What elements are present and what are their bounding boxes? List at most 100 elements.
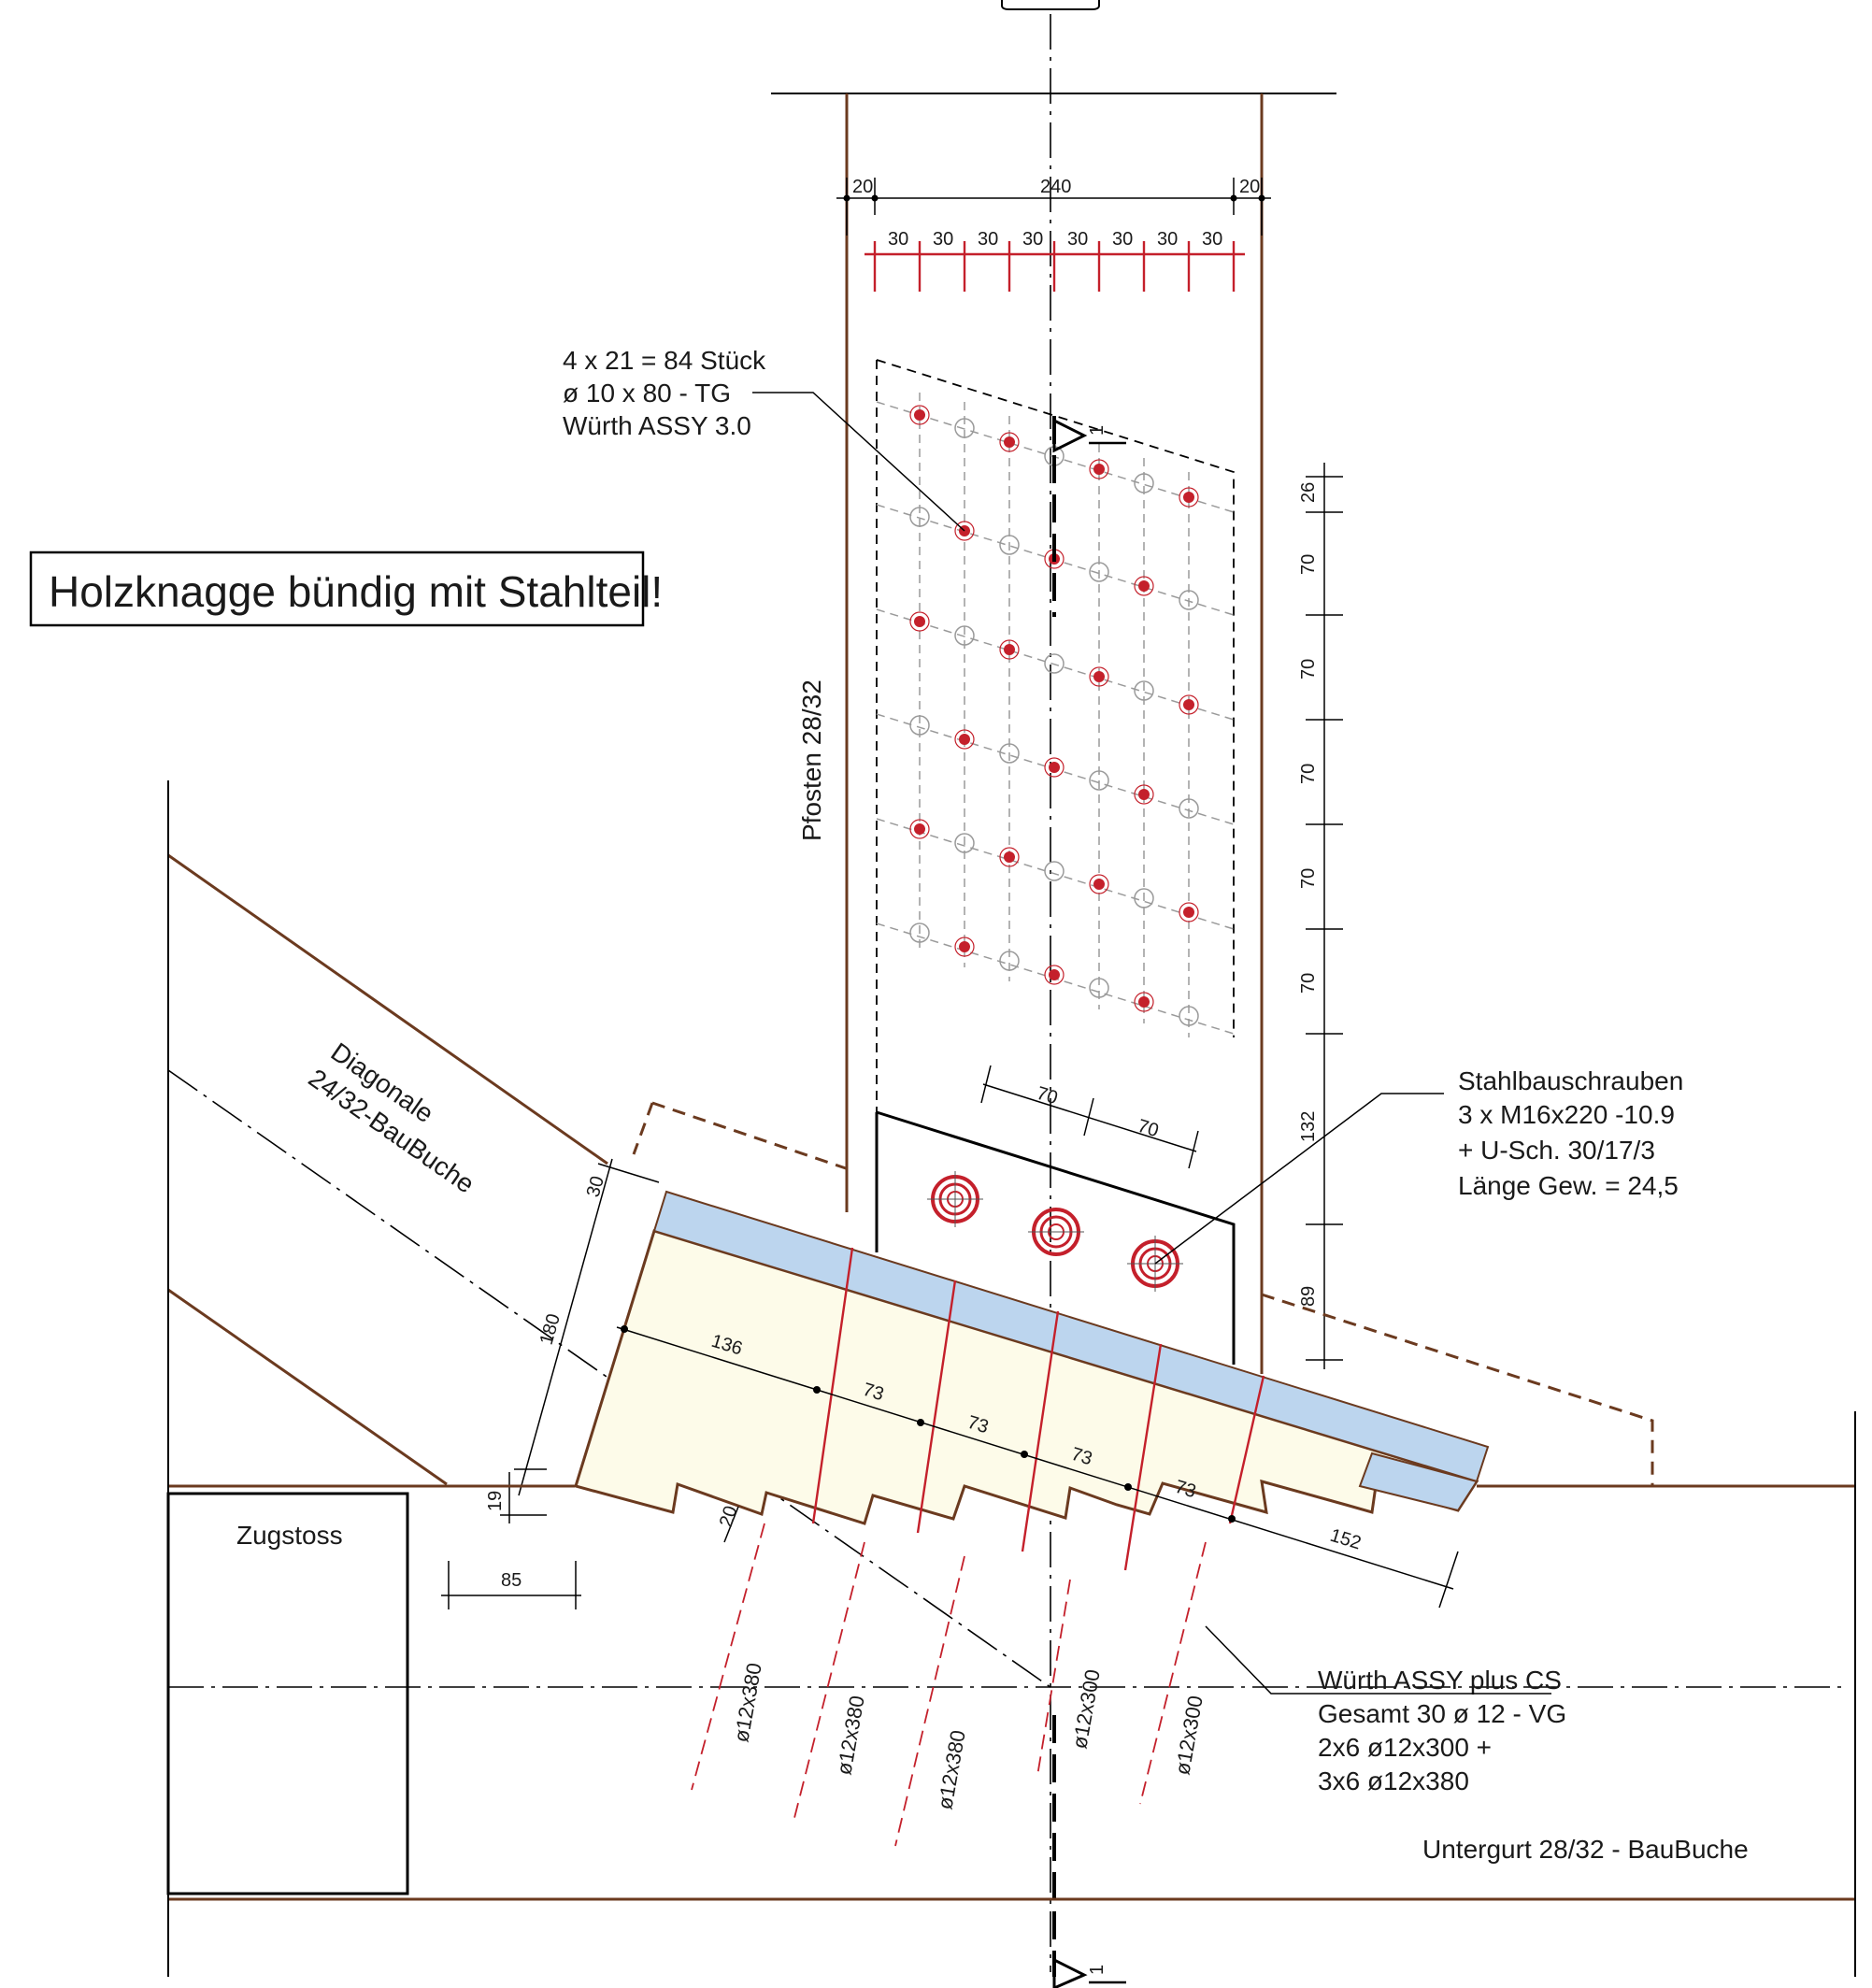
screw-red	[999, 847, 1020, 867]
v-dim-70-2: 70	[1298, 659, 1319, 679]
screw-red	[1179, 902, 1199, 922]
vg-note-line-4: 3x6 ø12x380	[1318, 1766, 1469, 1795]
bolts-note-line-1: Stahlbauschrauben	[1458, 1066, 1683, 1095]
vg-screws-note: Würth ASSY plus CS Gesamt 30 ø 12 - VG 2…	[1205, 1625, 1566, 1795]
screw-grid	[876, 393, 1235, 1037]
diagonal-axis	[167, 1069, 1055, 1691]
spacing-dim-5: 30	[1067, 229, 1088, 250]
screw-red	[1179, 694, 1199, 715]
dim-240: 240	[1040, 177, 1071, 197]
bolts-note-line-4: Länge Gew. = 24,5	[1458, 1171, 1679, 1200]
steel-plate-outline	[875, 1110, 1236, 1365]
post-width-dimension: 20 240 20	[836, 177, 1271, 236]
vertical-dimension-chain: 26 70 70 70 70 70 132 89	[1298, 463, 1343, 1369]
v-dim-132: 132	[1298, 1111, 1319, 1142]
bolt-dim-2: 70	[1136, 1116, 1162, 1142]
screw-grey	[954, 833, 975, 853]
post-screws-note-line-3: Würth ASSY 3.0	[563, 411, 751, 440]
screw-grey	[1089, 978, 1109, 998]
side-dim-30: 30	[583, 1174, 608, 1199]
chord-label: Untergurt 28/32 - BauBuche	[1422, 1835, 1749, 1864]
side-dim-19: 19	[485, 1491, 506, 1511]
screw-grey	[999, 951, 1020, 971]
screw-grey	[954, 625, 975, 646]
vg-note-line-3: 2x6 ø12x300 +	[1318, 1733, 1492, 1762]
bolt-2	[1028, 1208, 1084, 1256]
v-dim-70-4: 70	[1298, 868, 1319, 889]
spacing-dim-6: 30	[1112, 229, 1133, 250]
timber-block	[574, 1229, 1479, 1525]
post-screws-note-line-2: ø 10 x 80 - TG	[563, 379, 731, 408]
bolts-note: Stahlbauschrauben 3 x M16x220 -10.9 + U-…	[1154, 1066, 1683, 1265]
v-dim-70-5: 70	[1298, 973, 1319, 994]
bolts-note-line-2: 3 x M16x220 -10.9	[1458, 1100, 1675, 1129]
hidden-diagonal-end	[632, 1101, 1654, 1486]
v-dim-70-3: 70	[1298, 764, 1319, 784]
screw-red	[1134, 576, 1154, 596]
bolt-spacing-dimension: 70 70	[980, 1065, 1199, 1169]
screw-red	[954, 937, 975, 957]
screw-grey	[909, 507, 930, 527]
post-screws	[909, 405, 1199, 1026]
side-dim-180: 180	[536, 1311, 564, 1347]
v-dim-89: 89	[1298, 1286, 1319, 1307]
spacing-dim-3: 30	[978, 229, 998, 250]
screw-red	[1089, 666, 1109, 687]
screw-label-4: ø12x300	[1067, 1667, 1104, 1751]
section-mark-top: 1	[1052, 416, 1126, 617]
section-mark-bottom: 1	[1052, 1715, 1126, 1988]
side-dim-85: 85	[501, 1570, 522, 1591]
screw-grey	[1179, 798, 1199, 819]
screw-grey	[1044, 653, 1065, 674]
vg-screw-lines	[691, 1247, 1265, 1847]
screw-red	[954, 521, 975, 541]
diagonal-top-edge	[167, 853, 608, 1166]
bolt-1	[927, 1171, 983, 1227]
screw-grey	[1134, 680, 1154, 701]
screw-red	[954, 729, 975, 750]
screw-grey	[1044, 861, 1065, 881]
screw-red	[999, 432, 1020, 452]
bolts	[927, 1171, 1183, 1292]
v-dim-26: 26	[1298, 482, 1319, 503]
screw-grey	[1089, 770, 1109, 791]
vg-note-line-2: Gesamt 30 ø 12 - VG	[1318, 1699, 1566, 1728]
dim-20-right: 20	[1239, 177, 1260, 197]
top-reference-mark	[1001, 0, 1100, 10]
spacing-dim-1: 30	[888, 229, 908, 250]
screw-grey	[1134, 888, 1154, 908]
screw-grey	[909, 922, 930, 943]
screw-red	[1134, 992, 1154, 1012]
spacing-dim-8: 30	[1202, 229, 1222, 250]
spacing-dim-4: 30	[1022, 229, 1043, 250]
warning-text: Holzknagge bündig mit Stahlteil!	[49, 567, 663, 616]
vg-note-line-1: Würth ASSY plus CS	[1318, 1666, 1562, 1695]
screw-grey	[909, 715, 930, 736]
screw-red	[1134, 784, 1154, 805]
screw-grey	[1134, 473, 1154, 493]
screw-grey	[954, 418, 975, 438]
screw-grey	[999, 743, 1020, 764]
bolts-note-line-3: + U-Sch. 30/17/3	[1458, 1136, 1655, 1165]
diagonal-bottom-edge	[167, 1288, 448, 1486]
screw-red	[1044, 965, 1065, 985]
screw-grey	[1089, 562, 1109, 582]
knagge-dim-152: 152	[1328, 1525, 1364, 1554]
post-label: Pfosten 28/32	[797, 679, 826, 841]
bolt-dim-1: 70	[1035, 1083, 1061, 1109]
screw-red	[1089, 459, 1109, 479]
section-number-bottom: 1	[1087, 1965, 1107, 1975]
screw-label-5: ø12x300	[1170, 1694, 1207, 1777]
screw-red	[1179, 487, 1199, 508]
red-spacing-dimension: 30 30 30 30 30 30 30 30	[865, 229, 1245, 292]
screw-label-3: ø12x380	[933, 1728, 969, 1811]
screw-label-1: ø12x380	[729, 1661, 765, 1744]
v-dim-70-1: 70	[1298, 554, 1319, 575]
screw-grey	[999, 535, 1020, 555]
screw-red	[999, 639, 1020, 660]
steel-plate-lower-step	[1358, 1452, 1479, 1512]
screw-red	[909, 819, 930, 839]
screw-grey	[1179, 590, 1199, 610]
post-screws-note-line-1: 4 x 21 = 84 Stück	[563, 346, 766, 375]
